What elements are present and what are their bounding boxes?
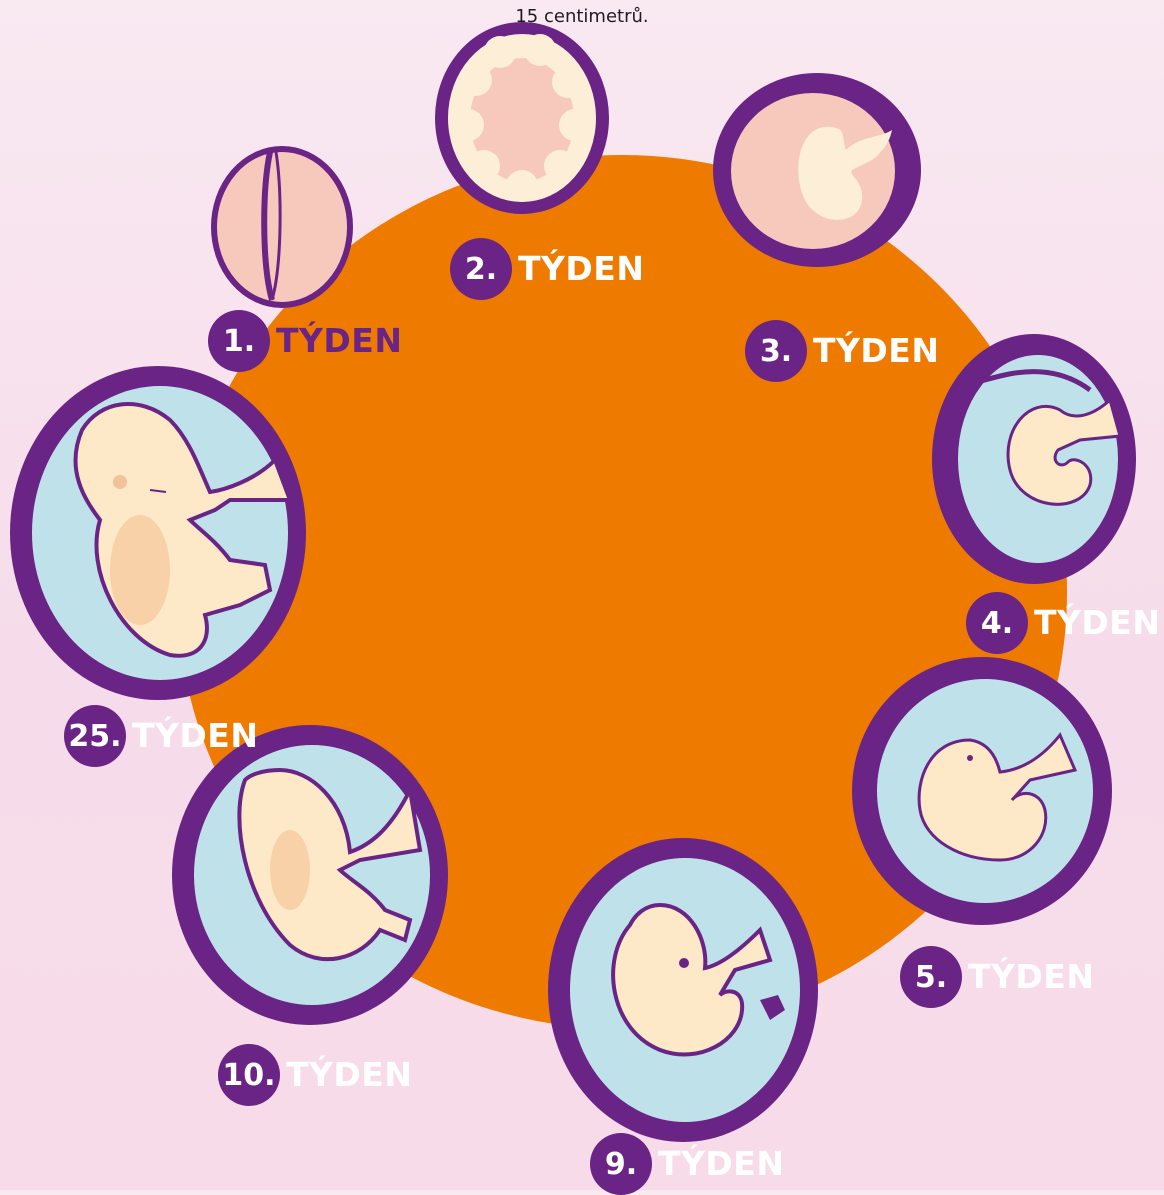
week-number-badge: 9. <box>590 1133 652 1195</box>
caption-text: 15 centimetrů. <box>0 6 1164 27</box>
week-number-badge: 5. <box>900 946 962 1008</box>
week-label-text: TÝDEN <box>518 238 644 300</box>
week-label-text: TÝDEN <box>813 320 939 382</box>
two-cell-embryo-icon <box>214 149 350 305</box>
week-label-text: TÝDEN <box>132 705 258 767</box>
embryo-with-cord-icon <box>852 657 1112 925</box>
week-number-badge: 3. <box>745 320 807 382</box>
curled-embryo-icon <box>932 334 1136 584</box>
blastocyst-icon <box>435 22 609 214</box>
fetus-week-9-icon <box>548 838 818 1142</box>
fetus-week-10-icon <box>172 725 448 1025</box>
week-number-badge: 10. <box>218 1044 280 1106</box>
week-number-badge: 25. <box>64 705 126 767</box>
early-embryo-icon <box>713 73 921 267</box>
week-label-text: TÝDEN <box>1034 592 1160 654</box>
fetus-week-25-icon <box>10 366 306 700</box>
week-label-text: TÝDEN <box>276 310 402 372</box>
week-label-text: TÝDEN <box>968 946 1094 1008</box>
week-label-text: TÝDEN <box>658 1133 784 1195</box>
week-number-badge: 4. <box>966 592 1028 654</box>
week-label-text: TÝDEN <box>286 1044 412 1106</box>
week-number-badge: 1. <box>208 310 270 372</box>
week-number-badge: 2. <box>450 238 512 300</box>
